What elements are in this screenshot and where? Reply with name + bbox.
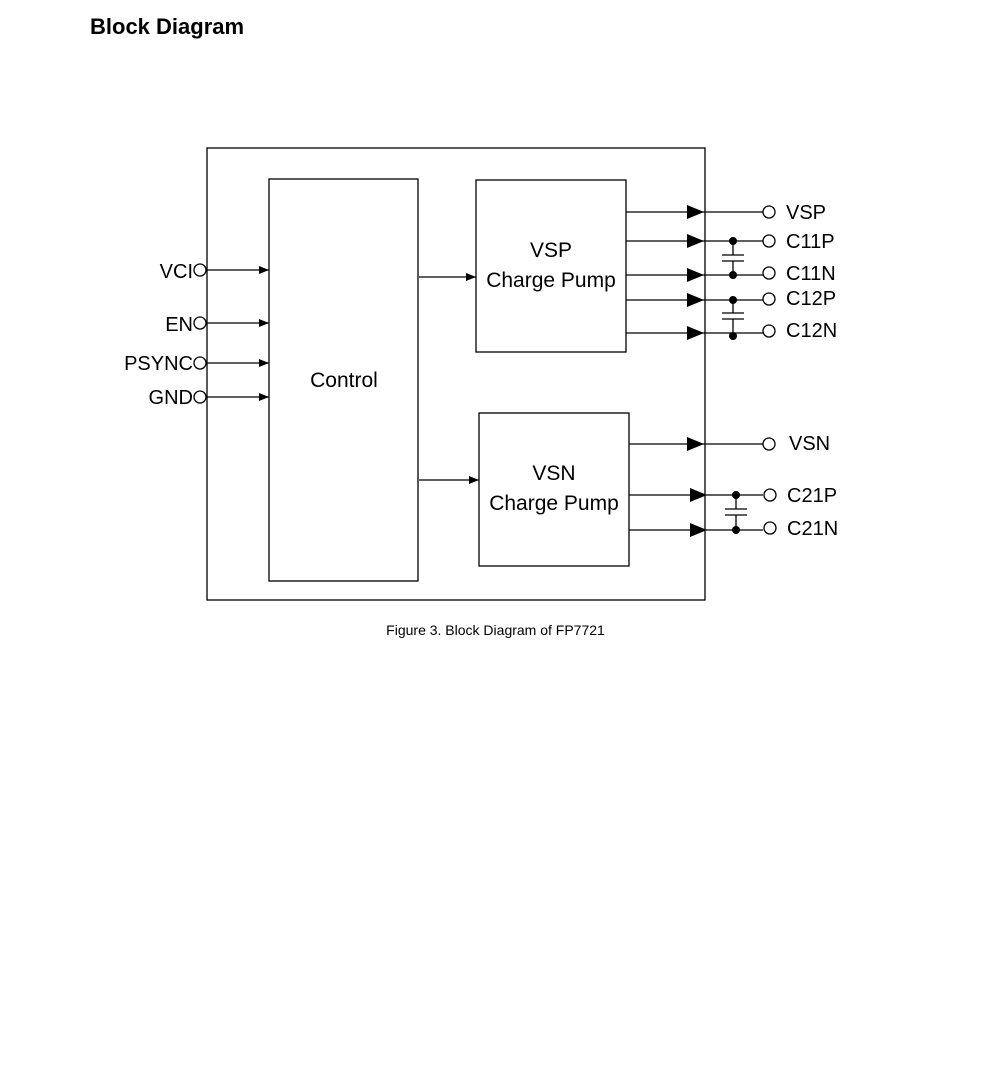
output-pin-c21p: C21P (629, 485, 837, 507)
output-pin-c12n: C12N (626, 320, 837, 342)
output-pin-c12p: C12P (626, 288, 836, 310)
vsn-charge-pump-block: VSN Charge Pump (478, 412, 630, 567)
control-block: Control (268, 178, 419, 582)
vsp-charge-pump-block: VSP Charge Pump (475, 179, 627, 353)
input-pin-label: VCI (160, 261, 193, 283)
output-pin-label: VSP (786, 202, 826, 224)
output-pin-label: C21P (787, 485, 837, 507)
input-pin-psync: PSYNC (124, 353, 269, 375)
output-pin-label: C12P (786, 288, 836, 310)
block-diagram: Control VSP Charge Pump VSN Charge Pump … (124, 147, 838, 601)
output-pin-label: VSN (789, 433, 830, 455)
input-pin-en: EN (165, 314, 269, 336)
input-pin-vci: VCI (160, 261, 269, 283)
capacitor-c12 (722, 300, 744, 333)
output-pin-label: C11N (786, 263, 836, 285)
output-pin-c11p: C11P (626, 231, 835, 253)
output-pin-label: C21N (787, 518, 838, 540)
output-pin-label: C12N (786, 320, 837, 342)
vsn-block-label-line2: Charge Pump (489, 492, 619, 515)
output-pin-label: C11P (786, 231, 835, 253)
input-pin-label: EN (165, 314, 193, 336)
figure-caption: Figure 3. Block Diagram of FP7721 (386, 622, 605, 638)
output-pin-vsp: VSP (626, 202, 826, 224)
chip-outline (206, 147, 706, 601)
output-pin-c11n: C11N (626, 263, 836, 285)
input-pin-label: PSYNC (124, 353, 193, 375)
capacitor-c21 (725, 495, 747, 530)
input-pin-gnd: GND (149, 387, 269, 409)
output-pin-c21n: C21N (629, 518, 838, 540)
vsn-block-label-line1: VSN (532, 462, 575, 485)
vsp-block-label-line1: VSP (530, 239, 572, 262)
vsp-block-label-line2: Charge Pump (486, 269, 616, 292)
control-label: Control (310, 369, 378, 392)
input-pin-label: GND (149, 387, 193, 409)
capacitor-c11 (722, 241, 744, 275)
section-heading: Block Diagram (90, 14, 245, 39)
output-pin-vsn: VSN (629, 433, 830, 455)
